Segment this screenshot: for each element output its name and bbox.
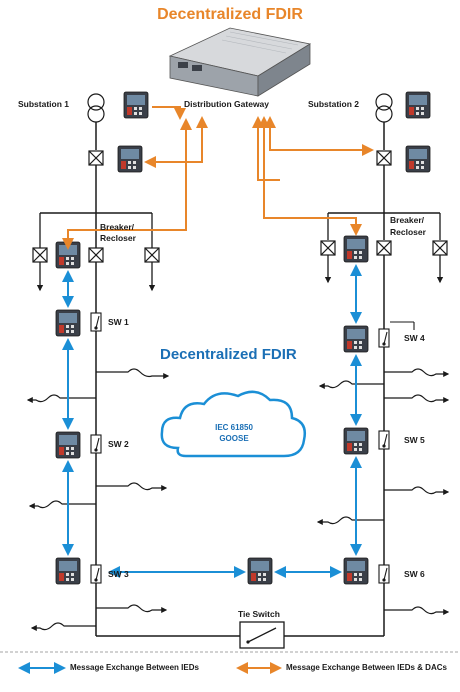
switch-label-sw3: SW 3 — [108, 569, 129, 579]
switch-label-sw1: SW 1 — [108, 317, 129, 327]
switch-label-sw4: SW 4 — [404, 333, 425, 343]
cloud-text-line2: GOOSE — [219, 434, 249, 443]
feeder-left — [26, 93, 170, 636]
gateway-device — [168, 27, 312, 97]
cloud-text-line1: IEC 61850 — [215, 423, 253, 432]
breaker-label-left-1: Breaker/ — [100, 222, 135, 232]
blue-arrows — [62, 264, 362, 578]
substation-1-label: Substation 1 — [18, 99, 70, 109]
switch-label-sw6: SW 6 — [404, 569, 425, 579]
orange-arrows — [62, 106, 374, 250]
substation-2-label: Substation 2 — [308, 99, 360, 109]
gateway-label: Distribution Gateway — [184, 99, 270, 109]
breaker-label-right-2: Recloser — [390, 227, 426, 237]
ied-devices — [55, 91, 431, 585]
goose-cloud — [160, 390, 306, 458]
breaker-label-right-1: Breaker/ — [390, 215, 425, 225]
tie-switch-label: Tie Switch — [238, 609, 280, 619]
diagram-subtitle: Decentralized FDIR — [160, 346, 297, 363]
feeder-right — [316, 93, 450, 636]
switch-label-sw2: SW 2 — [108, 439, 129, 449]
legend-markers — [0, 651, 460, 674]
diagram-title: Decentralized FDIR — [157, 6, 303, 23]
switch-label-sw5: SW 5 — [404, 435, 425, 445]
legend-ieds-dacs: Message Exchange Between IEDs & DACs — [286, 663, 447, 672]
tie-line — [96, 621, 384, 649]
breaker-label-left-2: Recloser — [100, 233, 136, 243]
legend-ieds: Message Exchange Between IEDs — [70, 663, 199, 672]
